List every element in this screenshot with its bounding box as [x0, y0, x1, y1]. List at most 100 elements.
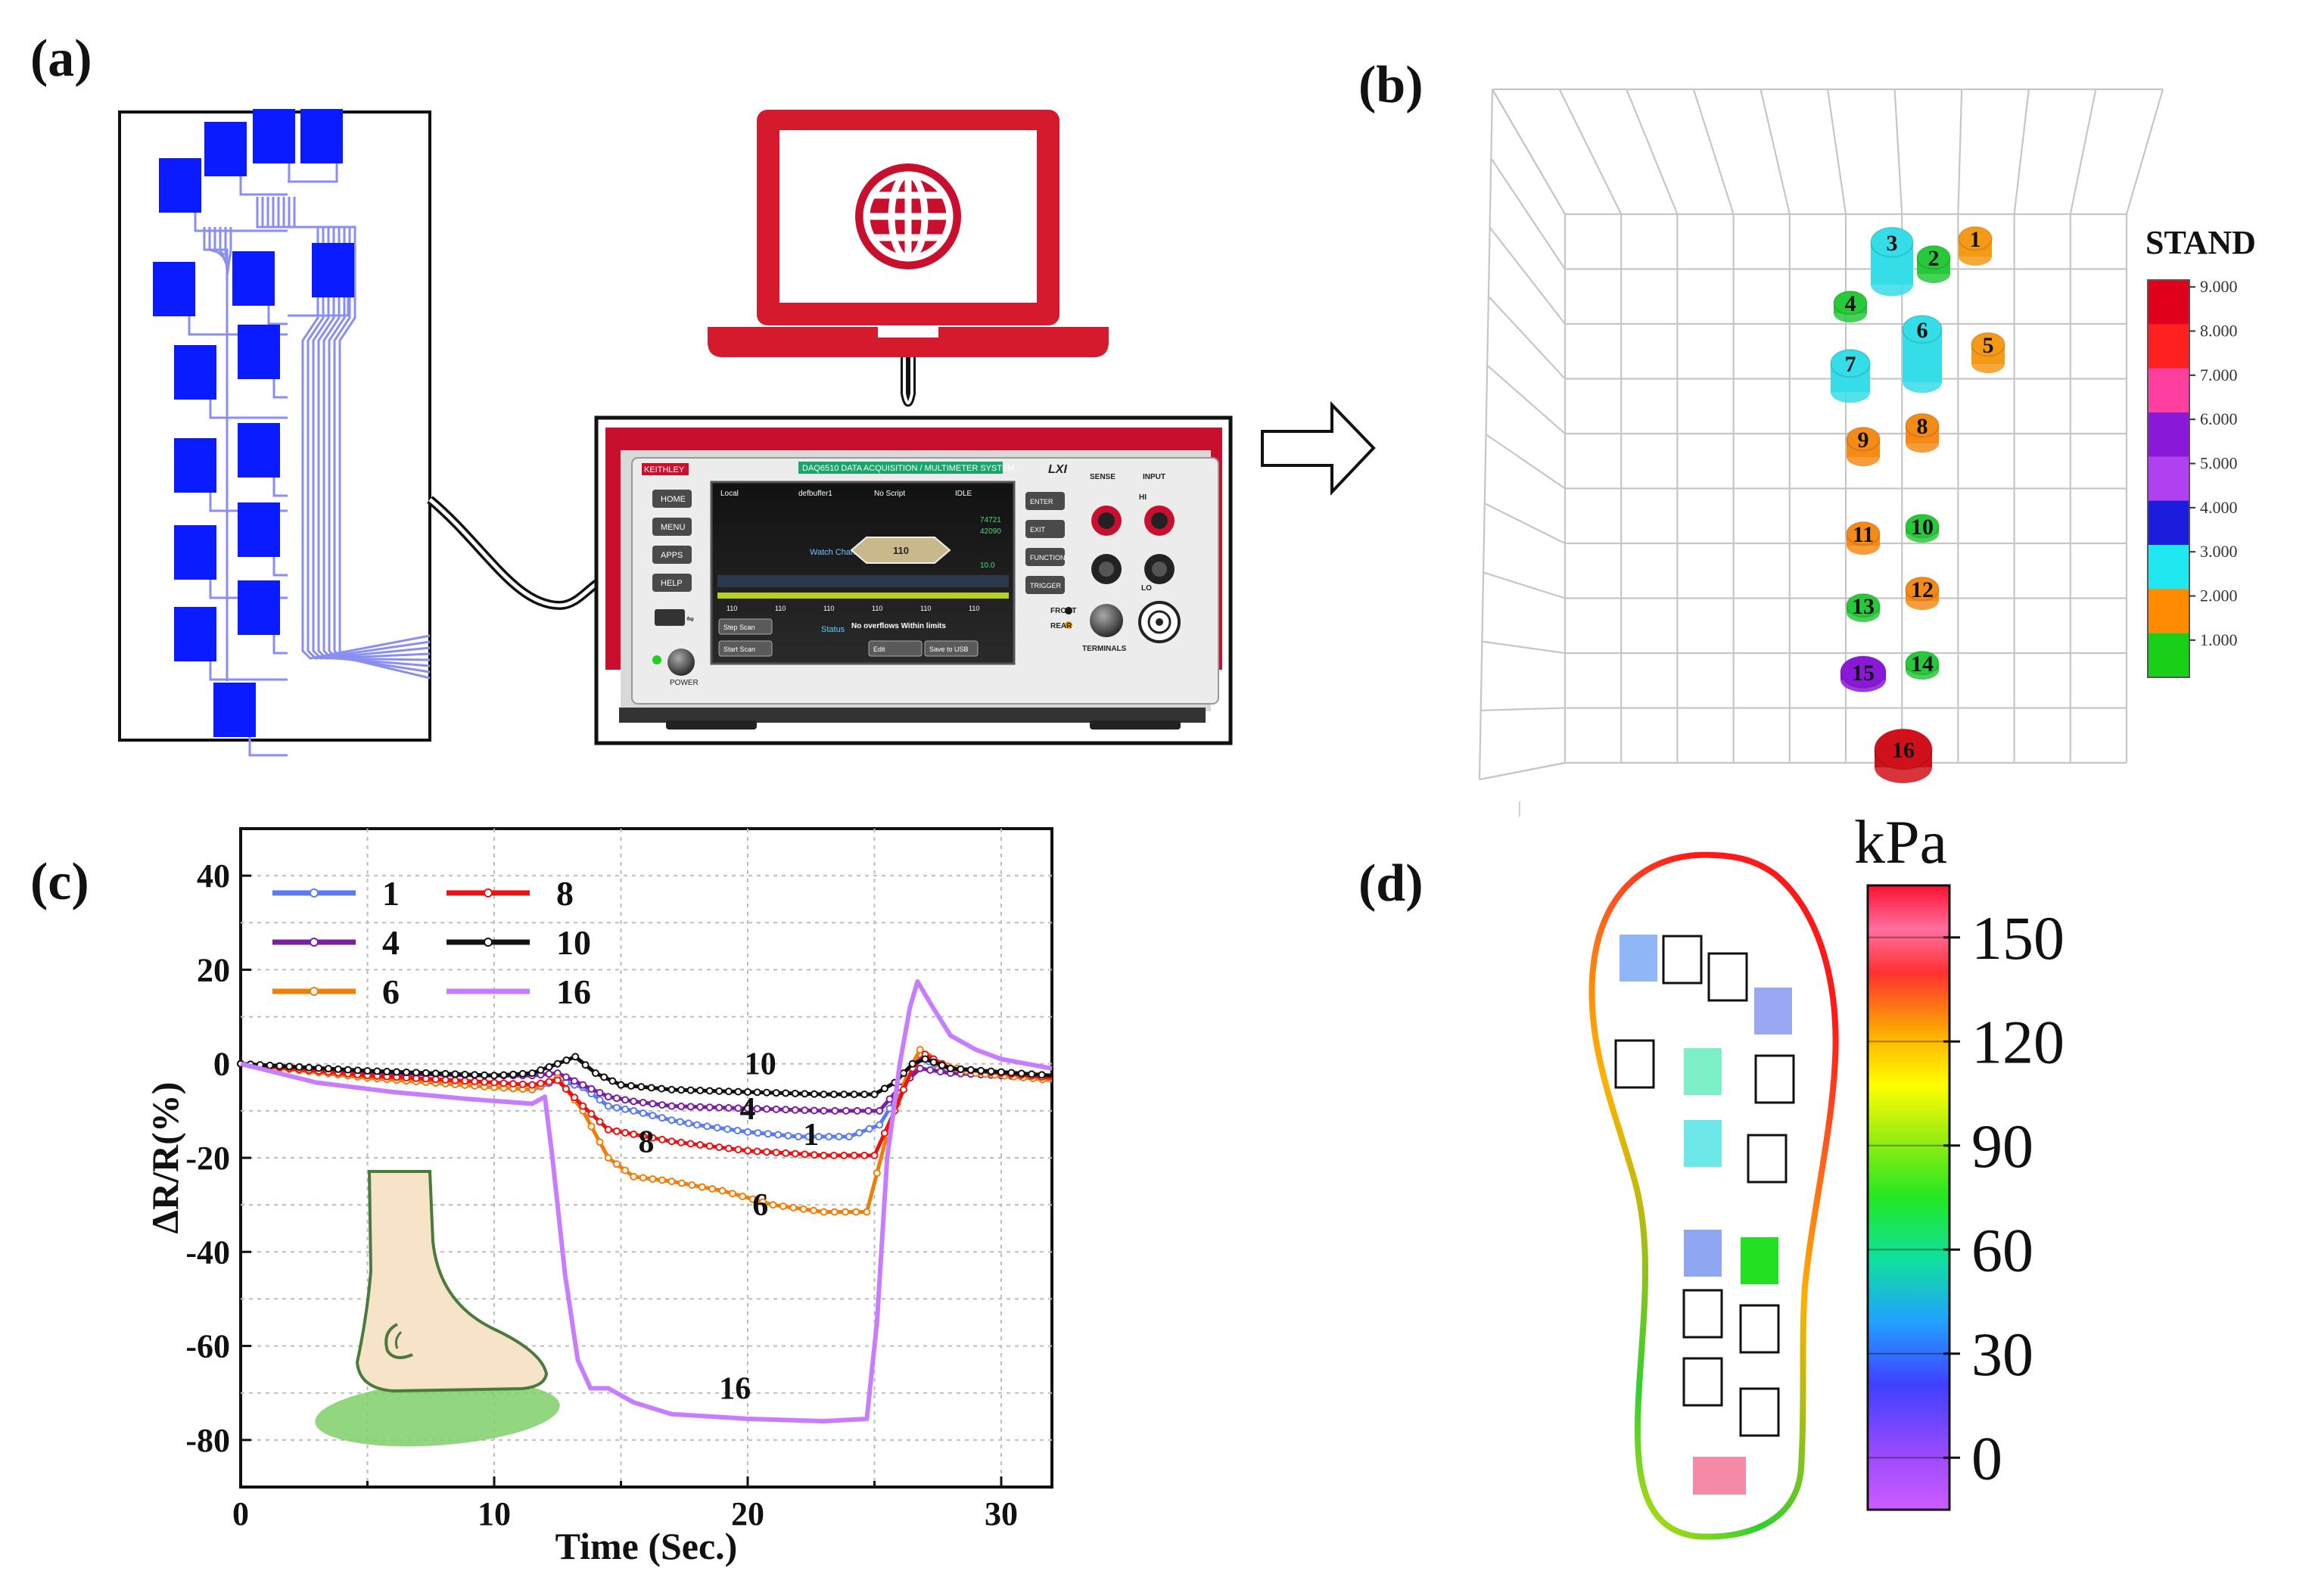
- screen-status-item: No Script: [874, 490, 905, 498]
- sensor-marker-label: 6: [1917, 318, 1928, 343]
- series-point-10: [734, 1087, 742, 1096]
- foot-icon: [355, 1170, 549, 1393]
- series-point-10: [553, 1059, 562, 1068]
- series-point-1: [865, 1125, 873, 1133]
- y-tick-label: -40: [185, 1234, 230, 1271]
- series-point-8: [840, 1151, 848, 1159]
- series-point-6: [728, 1190, 736, 1198]
- series-point-8: [753, 1147, 761, 1156]
- sensor-pad: [174, 607, 216, 661]
- front-button[interactable]: [1025, 548, 1065, 566]
- sensor-marker-3: 3: [1870, 226, 1914, 297]
- series-point-8: [441, 1075, 450, 1084]
- screen-button[interactable]: [868, 640, 923, 657]
- sensor-marker-2: 2: [1916, 244, 1951, 284]
- series-point-10: [810, 1090, 818, 1098]
- series-point-4: [763, 1105, 771, 1113]
- front-button[interactable]: [1025, 576, 1065, 594]
- series-point-1: [630, 1106, 638, 1115]
- sensor-marker-10: 10: [1905, 513, 1940, 543]
- colorbar-tick: 1.000: [2200, 630, 2238, 649]
- series-point-10: [451, 1070, 459, 1078]
- front-button[interactable]: [1025, 520, 1065, 538]
- series-point-1: [621, 1105, 630, 1113]
- series-point-1: [667, 1116, 676, 1125]
- front-button[interactable]: [652, 546, 692, 564]
- screen-status-item: defbuffer1: [798, 490, 832, 498]
- screen-button[interactable]: [718, 618, 773, 635]
- sensor-marker-4: 4: [1833, 290, 1868, 323]
- series-point-8: [744, 1146, 751, 1155]
- sensor-marker-16: 16: [1874, 728, 1933, 783]
- series-point-4: [677, 1103, 686, 1111]
- sensor-marker-label: 9: [1858, 428, 1869, 453]
- x-tick-label: 30: [985, 1495, 1018, 1532]
- sensor-marker-13: 13: [1846, 593, 1881, 623]
- series-point-4: [916, 1064, 924, 1072]
- legend-item-4: 4: [272, 923, 400, 962]
- colorbar-segment: [2148, 589, 2189, 634]
- colorbar-tick: 9.000: [2200, 277, 2238, 296]
- colorbar-tick-label: 90: [1971, 1112, 2033, 1181]
- series-point-10: [987, 1067, 995, 1075]
- channel-value: 110: [893, 545, 909, 556]
- front-button[interactable]: [652, 518, 692, 536]
- series-point-10: [850, 1090, 858, 1099]
- series-point-10: [373, 1067, 381, 1075]
- power-button[interactable]: [667, 649, 695, 676]
- series-point-4: [791, 1106, 799, 1114]
- legend-label: 8: [556, 874, 574, 913]
- terminal-label: SENSE: [1090, 473, 1115, 481]
- series-point-6: [748, 1195, 757, 1203]
- series-point-10: [637, 1083, 646, 1091]
- sensor-marker-label: 4: [1845, 291, 1856, 316]
- series-point-4: [810, 1106, 818, 1115]
- model-label: LXI: [1048, 463, 1067, 476]
- series-point-10: [571, 1053, 580, 1061]
- legend-label: 10: [556, 923, 591, 962]
- svg-text:10.0: 10.0: [980, 562, 995, 570]
- screen-button[interactable]: [718, 640, 773, 657]
- series-point-4: [604, 1093, 612, 1101]
- series-point-10: [829, 1090, 838, 1099]
- series-point-8: [667, 1137, 676, 1146]
- front-button[interactable]: [652, 574, 692, 592]
- scan-cell: 110: [969, 605, 979, 612]
- series-point-8: [451, 1076, 459, 1084]
- series-annotation-10: 10: [745, 1047, 776, 1082]
- y-tick-label: 20: [197, 951, 230, 988]
- terminal-label: FRONT: [1050, 607, 1076, 615]
- series-point-4: [621, 1096, 630, 1104]
- front-button[interactable]: [652, 490, 692, 508]
- series-point-8: [604, 1125, 612, 1134]
- series-point-10: [820, 1090, 828, 1099]
- screen-button[interactable]: [924, 640, 979, 657]
- x-axis-label: Time (Sec.): [555, 1525, 738, 1567]
- insole-sensor-cell: [1741, 1237, 1778, 1284]
- series-point-10: [608, 1077, 617, 1085]
- series-point-6: [830, 1208, 839, 1216]
- series-point-8: [696, 1140, 705, 1149]
- series-point-4: [782, 1106, 790, 1114]
- series-point-10: [647, 1084, 655, 1092]
- series-point-10: [422, 1069, 430, 1077]
- sensor-marker-15: 15: [1840, 655, 1887, 692]
- series-point-10: [977, 1066, 985, 1075]
- series-point-1: [825, 1133, 833, 1141]
- series-point-8: [571, 1094, 579, 1102]
- series-point-6: [779, 1202, 787, 1211]
- series-point-8: [579, 1102, 587, 1110]
- series-point-6: [612, 1160, 621, 1168]
- series-point-10: [900, 1069, 908, 1078]
- screen-status-item: IDLE: [955, 490, 972, 498]
- legend-label: 6: [382, 972, 400, 1011]
- series-point-4: [705, 1103, 714, 1112]
- front-rear-switch[interactable]: [1090, 604, 1123, 637]
- scan-cell: 110: [823, 605, 834, 612]
- scan-cell: 110: [727, 605, 737, 612]
- front-button[interactable]: [1025, 492, 1065, 510]
- insole-sensor-cell: [1754, 988, 1792, 1034]
- series-point-8: [734, 1146, 742, 1154]
- series-point-1: [684, 1119, 692, 1128]
